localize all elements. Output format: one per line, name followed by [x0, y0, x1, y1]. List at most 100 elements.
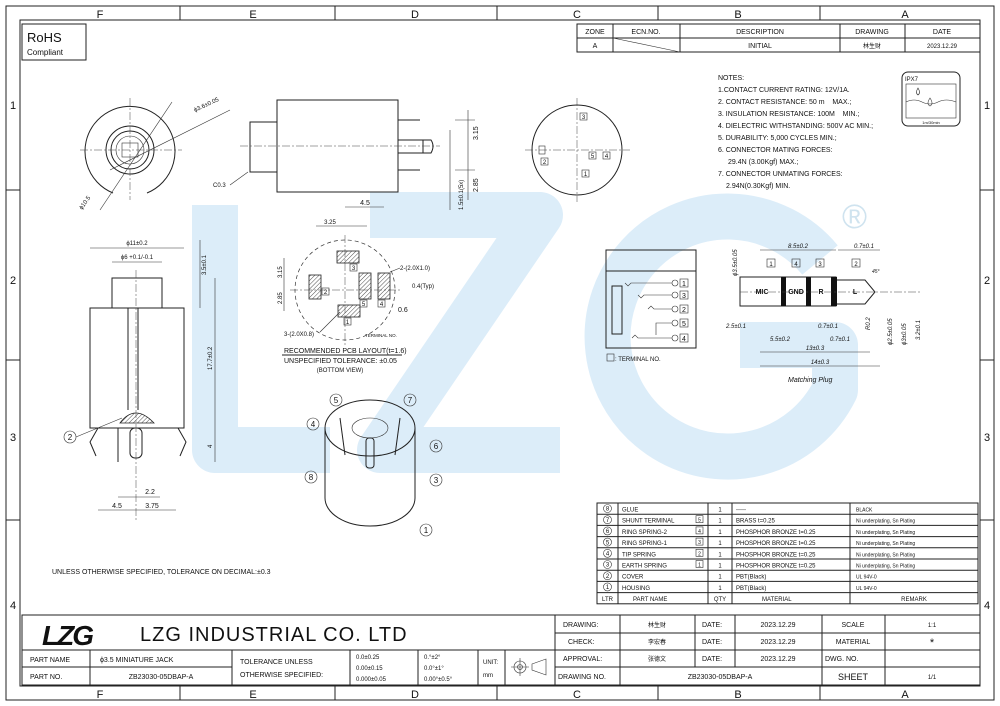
- terminal-number: 4: [682, 336, 686, 343]
- pcb-layout: 4.5 3.25 3.15 2.85 2-(2.0X1.0) 0.4(Typ) …: [278, 200, 434, 374]
- dim-r02: R0.2: [866, 317, 872, 330]
- bom-remark: Ni underplating, Sn Plating: [856, 541, 915, 547]
- callout: 4: [311, 420, 316, 429]
- ltr-circle: [603, 504, 612, 513]
- tolerance-label: OTHERWISE SPECIFIED:: [240, 672, 323, 679]
- dim-len07b: 0.7±0.1: [818, 324, 838, 330]
- zone-label: D: [411, 689, 419, 701]
- dim-len07a: 0.7±0.1: [854, 244, 874, 250]
- terminal-number: 3: [352, 266, 356, 272]
- rev-zone: A: [593, 43, 598, 50]
- pad-small-spec: 3-(2.0X0.8): [284, 332, 314, 338]
- zone-label: B: [734, 9, 741, 21]
- terminal-number: 2: [682, 307, 686, 314]
- terminal-number: 4: [605, 154, 609, 160]
- bom-part-name: HOUSING: [622, 586, 650, 592]
- drawing-signature: 林生财: [648, 621, 666, 629]
- dim-chamfer: C0.3: [213, 183, 226, 189]
- zone-label: F: [97, 9, 104, 21]
- rohs-subtitle: Compliant: [27, 48, 64, 57]
- bom-ltr: 4: [606, 552, 610, 558]
- part-name-label: PART NAME: [30, 657, 70, 664]
- bom-header: MATERIAL: [762, 597, 792, 603]
- callout: 7: [408, 396, 413, 405]
- rev-drawing-signature: 林生财: [863, 42, 881, 50]
- ltr-circle: [603, 537, 612, 547]
- rohs-title: RoHS: [27, 30, 62, 45]
- zone-label: C: [573, 9, 581, 21]
- dim-len14: 14±0.3: [811, 360, 830, 366]
- zone-label: B: [734, 689, 741, 701]
- plug-segment-label: R: [818, 289, 823, 296]
- matching-plug: MIC GND R L 1 4 3 2 8.5±0.2 0.7±0.1 ϕ3.5…: [725, 244, 922, 384]
- plug-caption: Matching Plug: [788, 377, 832, 384]
- plug-segment-label: GND: [788, 289, 804, 296]
- part-name: ϕ3.5 MINIATURE JACK: [100, 657, 174, 664]
- terminal-box: [695, 537, 704, 546]
- rev-header: ECN.NO.: [631, 29, 660, 36]
- bom-header: QTY: [714, 597, 726, 603]
- approval-signature: 张德文: [648, 655, 666, 663]
- zone-label: F: [97, 689, 104, 701]
- date-label: DATE:: [702, 622, 722, 629]
- terminal-box: [695, 560, 704, 568]
- rev-header: DATE: [933, 29, 951, 36]
- pcb-layout-title: RECOMMENDED PCB LAYOUT(t=1.6): [284, 348, 407, 355]
- material: *: [930, 637, 935, 649]
- ipx7-badge: IPX7 1m/30min: [901, 71, 961, 127]
- dim-angle: 45°: [872, 269, 880, 275]
- bom-qty: 1: [718, 541, 722, 547]
- terminal-box: [695, 515, 704, 524]
- notes: NOTES: 1.CONTACT CURRENT RATING: 12V/1A.…: [718, 75, 873, 190]
- zone-label: A: [901, 689, 909, 701]
- bom-border: [596, 502, 979, 605]
- bom-material: PHOSPHOR BRONZE t=0.25: [736, 564, 816, 570]
- approval-date: 2023.12.29: [760, 656, 795, 663]
- terminal-legend: : TERMINAL NO.: [615, 357, 661, 363]
- note-item: 2.94N(0.30Kgf) MIN.: [726, 183, 790, 190]
- bom-material: -----: [736, 508, 746, 514]
- note-item: 4. DIELECTRIC WITHSTANDING: 500V AC MIN.…: [718, 123, 873, 130]
- tolerance-angle: 0.0°±1°: [424, 666, 444, 672]
- rev-date: 2023.12.29: [927, 44, 958, 50]
- bom-qty: 1: [718, 586, 722, 592]
- check-label: CHECK:: [568, 639, 595, 646]
- note-item: 1.CONTACT CURRENT RATING: 12V/1A.: [718, 87, 850, 94]
- bom-terminal: 5: [698, 518, 701, 524]
- zone-label: 3: [10, 432, 16, 444]
- bom-terminal: 3: [698, 540, 701, 546]
- terminal-label: TERMINAL NO.: [365, 333, 397, 338]
- bom-remark: BLACK: [856, 508, 873, 514]
- ipx-caption: 1m/30min: [922, 120, 940, 125]
- ltr-circle: [603, 548, 612, 558]
- dim-len55: 5.5±0.2: [770, 337, 791, 343]
- callout-2: 2: [68, 433, 73, 442]
- registered-mark: ®: [842, 198, 867, 236]
- ltr-circle: [603, 571, 612, 581]
- note-item: 5. DURABILITY: 5,000 CYCLES MIN.;: [718, 135, 837, 142]
- rohs-badge: RoHS Compliant: [21, 23, 87, 61]
- dim-d3: ϕ3±0.05: [902, 323, 908, 345]
- bom-terminal: 2: [698, 551, 701, 557]
- zone-label: 4: [10, 600, 16, 612]
- dim-bore: ϕ3.6±0.05: [193, 97, 220, 114]
- bom-material: PBT(Black): [736, 586, 766, 592]
- section-view: ϕ11±0.2 ϕ6 +0.1/-0.1 3.5±0.1 17.7±0.2 4 …: [63, 240, 216, 520]
- zone-label: E: [249, 9, 256, 21]
- terminal-number: 2: [324, 290, 328, 296]
- zone-label: 4: [984, 600, 990, 612]
- dim-d32: 3.2±0.1: [916, 320, 922, 340]
- bom-qty: 1: [718, 552, 722, 558]
- date-label: DATE:: [702, 639, 722, 646]
- note-item: 6. CONNECTOR MATING FORCES:: [718, 147, 833, 154]
- callout: 6: [434, 442, 439, 451]
- note-item: 7. CONNECTOR UNMATING FORCES:: [718, 171, 843, 178]
- schematic: 1 3 2 5 4 : TERMINAL NO.: [605, 249, 697, 363]
- material-label: MATERIAL: [836, 639, 871, 646]
- terminal-number: 4: [380, 302, 384, 308]
- terminal-number: 3: [818, 262, 822, 268]
- dim-d35: ϕ3.5±0.05: [733, 249, 739, 276]
- zone-label: 2: [10, 275, 16, 287]
